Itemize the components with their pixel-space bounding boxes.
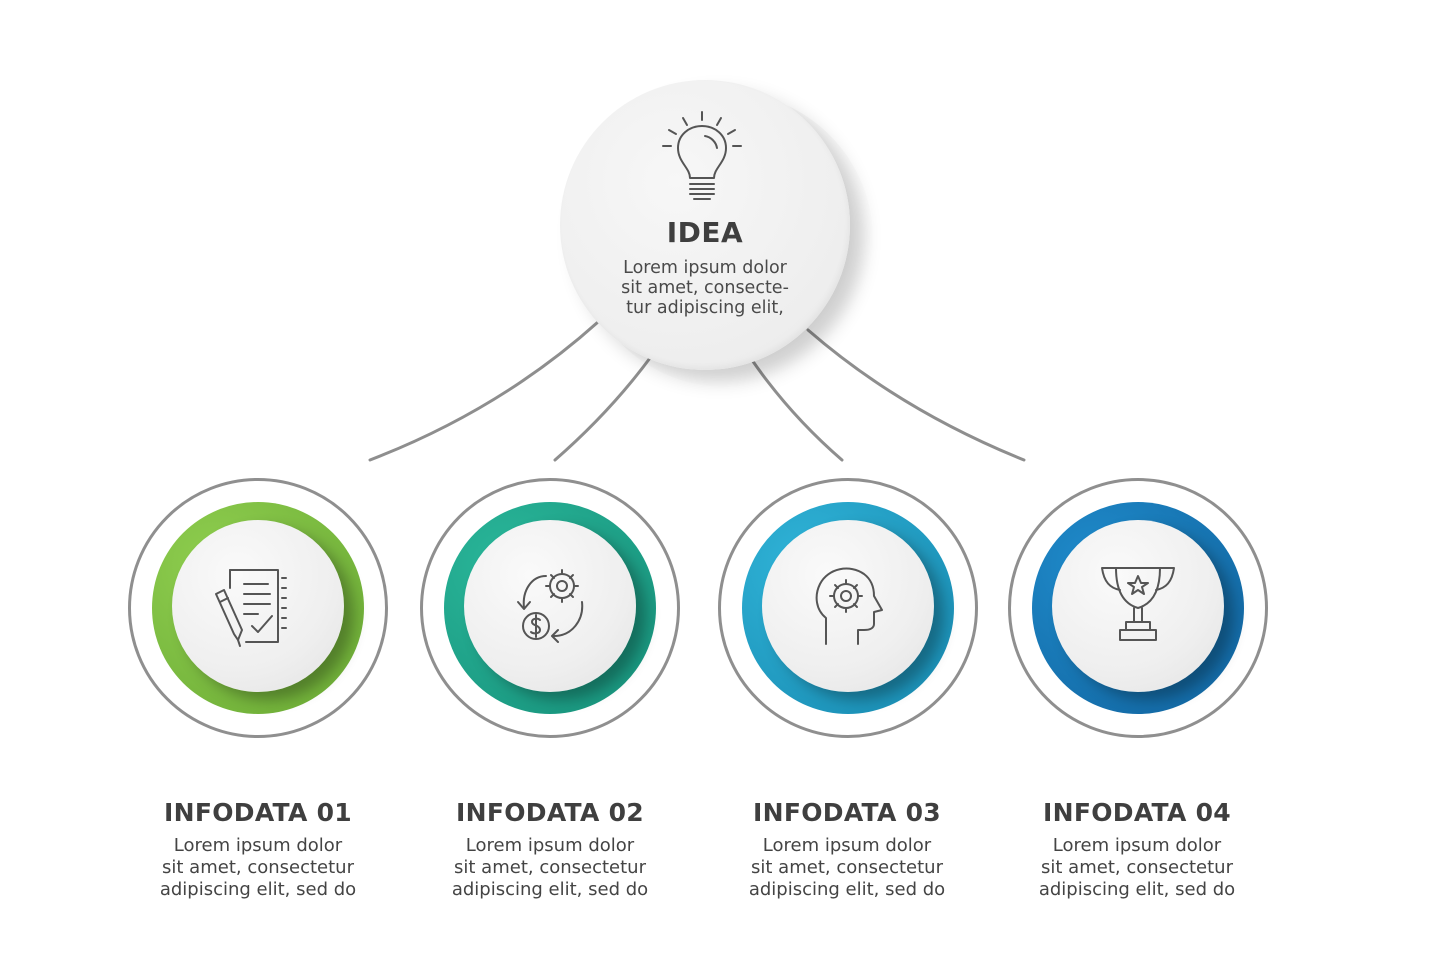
connector-line-03	[750, 358, 844, 462]
node-center	[1052, 520, 1224, 692]
head-gear-icon	[815, 567, 883, 645]
infodata-description: Lorem ipsum dolor sit amet, consectetur …	[451, 835, 649, 900]
connector-line-01	[368, 320, 600, 462]
infodata-node-03	[718, 478, 980, 740]
infodata-label-02: INFODATA 02 Lorem ipsum dolor sit amet, …	[400, 798, 700, 901]
infodata-title: INFODATA 03	[753, 798, 941, 827]
infodata-node-01	[128, 478, 390, 740]
connector-line-04	[806, 328, 1026, 462]
infodata-node-02	[420, 478, 682, 740]
infodata-label-01: INFODATA 01 Lorem ipsum dolor sit amet, …	[108, 798, 408, 901]
infodata-description: Lorem ipsum dolor sit amet, consectetur …	[1038, 835, 1236, 900]
node-center	[464, 520, 636, 692]
idea-description: Lorem ipsum dolor sit amet, consecte- tu…	[621, 258, 789, 318]
infodata-label-03: INFODATA 03 Lorem ipsum dolor sit amet, …	[697, 798, 997, 901]
connector-line-02	[553, 356, 652, 462]
infodata-title: INFODATA 02	[456, 798, 644, 827]
document-pen-icon	[215, 569, 287, 647]
infodata-description: Lorem ipsum dolor sit amet, consectetur …	[748, 835, 946, 900]
idea-circle	[560, 80, 850, 370]
infodata-description: Lorem ipsum dolor sit amet, consectetur …	[159, 835, 357, 900]
trophy-star-icon	[1101, 567, 1175, 641]
lightbulb-icon	[662, 111, 742, 200]
idea-title: IDEA	[666, 216, 744, 249]
gear-dollar-cycle-icon	[517, 569, 584, 643]
infodata-title: INFODATA 04	[1043, 798, 1231, 827]
infodata-title: INFODATA 01	[164, 798, 352, 827]
node-center	[172, 520, 344, 692]
infodata-node-04	[1008, 478, 1270, 740]
node-center	[762, 520, 934, 692]
infodata-label-04: INFODATA 04 Lorem ipsum dolor sit amet, …	[987, 798, 1287, 901]
